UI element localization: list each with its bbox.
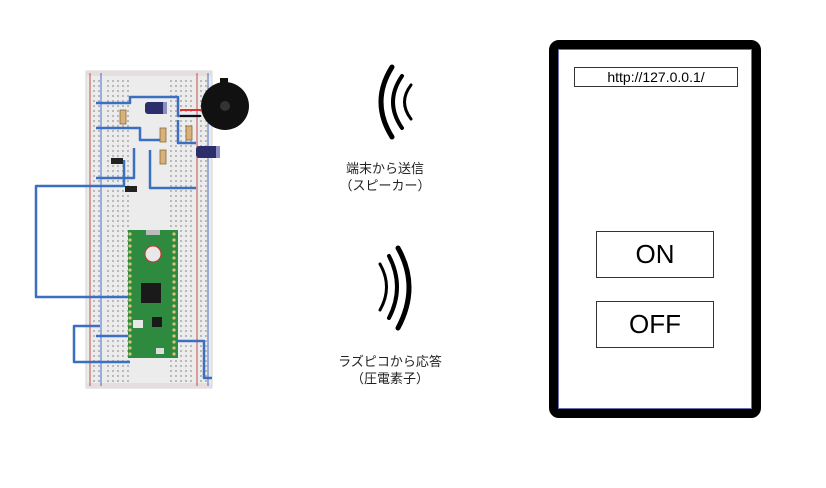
url-bar[interactable]: http://127.0.0.1/	[574, 67, 738, 87]
capacitor-icon	[145, 102, 220, 158]
reply-label-line2: （圧電素子）	[350, 372, 429, 387]
send-label: 端末から送信 （スピーカー）	[315, 161, 455, 195]
send-label-line1: 端末から送信	[345, 162, 424, 177]
wires	[34, 95, 212, 380]
smartphone-frame: http://127.0.0.1/ ON OFF	[549, 40, 761, 418]
sound-wave-right-icon	[378, 245, 412, 331]
phone-screen: http://127.0.0.1/ ON OFF	[558, 49, 752, 409]
piezo-buzzer-icon	[180, 78, 249, 130]
reply-label: ラズピコから応答 （圧電素子）	[315, 354, 465, 388]
on-button[interactable]: ON	[596, 231, 714, 278]
send-label-line2: （スピーカー）	[339, 179, 431, 194]
off-button[interactable]: OFF	[596, 301, 714, 348]
resistors	[111, 109, 193, 192]
raspberry-pi-pico-board	[128, 230, 178, 358]
sound-wave-left-icon	[378, 64, 413, 140]
reply-label-line1: ラズピコから応答	[338, 355, 442, 370]
